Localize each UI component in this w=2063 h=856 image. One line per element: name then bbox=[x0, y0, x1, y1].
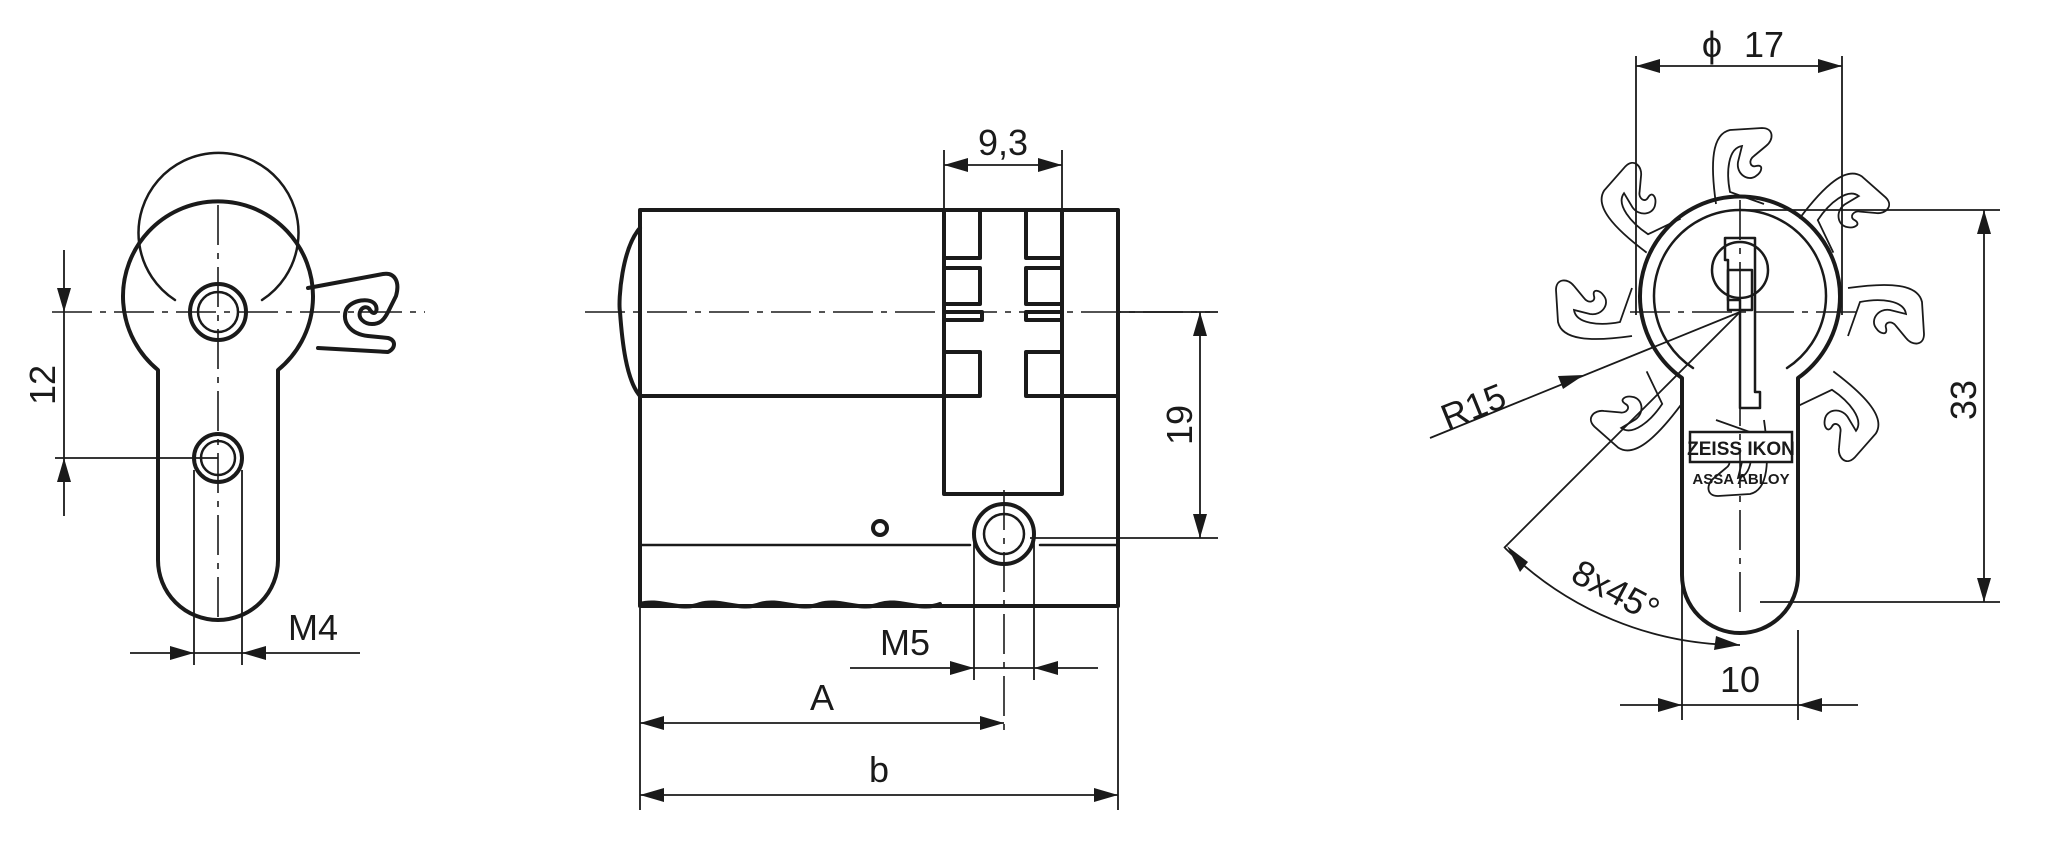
left-m4-arrow-right bbox=[242, 646, 266, 660]
side-view: 9,3 19 M5 A b bbox=[585, 122, 1218, 810]
front-17-arrow-left bbox=[1636, 59, 1660, 73]
dim-label-m4: M4 bbox=[288, 607, 338, 648]
side-93-arrow-right bbox=[1038, 158, 1062, 172]
side-19-arrow-bottom bbox=[1193, 514, 1207, 538]
side-cam-block-5 bbox=[942, 350, 982, 398]
front-10-arrow-left bbox=[1658, 698, 1682, 712]
logo-box bbox=[1688, 430, 1794, 464]
side-cam-block-2 bbox=[1024, 208, 1064, 260]
front-view: ZEISS IKON ASSA ABLOY ϕ 17 33 10 R15 bbox=[1429, 24, 2000, 720]
left-dim-arrow-bottom bbox=[57, 458, 71, 482]
dim-label-33: 33 bbox=[1943, 380, 1984, 420]
side-m5-arrow-left bbox=[950, 661, 974, 675]
left-profile-outer bbox=[121, 199, 315, 622]
side-b-arrow-right bbox=[1094, 788, 1118, 802]
front-angle-arrow-start bbox=[1507, 546, 1528, 572]
left-m4-arrow-left bbox=[170, 646, 194, 660]
cam-position-1 bbox=[1712, 127, 1773, 205]
left-end-view: 12 M4 bbox=[22, 151, 425, 665]
cam-position-6 bbox=[1590, 371, 1682, 452]
dim-label-19: 19 bbox=[1159, 405, 1200, 445]
dim-label-b: b bbox=[869, 749, 889, 790]
dim-label-9-3: 9,3 bbox=[978, 122, 1028, 163]
side-19-arrow-top bbox=[1193, 312, 1207, 336]
front-33-arrow-bottom bbox=[1977, 578, 1991, 602]
cam-position-8 bbox=[1600, 162, 1681, 254]
dim-label-r15: R15 bbox=[1435, 375, 1512, 438]
side-cam-block-4 bbox=[1024, 266, 1064, 306]
side-b-arrow-left bbox=[640, 788, 664, 802]
side-cam-block-1 bbox=[942, 208, 982, 260]
dim-label-8x45: 8x45° bbox=[1565, 551, 1666, 631]
cam-positions bbox=[1555, 127, 1925, 497]
side-cam-slot-1 bbox=[942, 310, 984, 322]
left-dim-arrow-top bbox=[57, 288, 71, 312]
side-m5-arrow-right bbox=[1034, 661, 1058, 675]
front-10-arrow-right bbox=[1798, 698, 1822, 712]
dim-label-a: A bbox=[810, 677, 834, 718]
left-profile-inner bbox=[137, 151, 300, 302]
side-cam-slot-2 bbox=[1024, 310, 1064, 322]
cam-position-2 bbox=[1798, 172, 1890, 253]
front-r15-leader bbox=[1429, 311, 1741, 439]
cam-position-7 bbox=[1555, 279, 1633, 340]
cam-position-4 bbox=[1799, 370, 1880, 462]
logo-line-1: ZEISS IKON bbox=[1687, 439, 1795, 460]
side-a-arrow-right bbox=[980, 716, 1004, 730]
side-cam-block-3 bbox=[942, 266, 982, 306]
left-cam-tab bbox=[306, 271, 400, 354]
front-33-arrow-top bbox=[1977, 210, 1991, 234]
front-17-arrow-right bbox=[1818, 59, 1842, 73]
dim-label-phi-symbol: ϕ bbox=[1702, 24, 1722, 65]
side-93-arrow-left bbox=[944, 158, 968, 172]
dim-label-10: 10 bbox=[1720, 659, 1760, 700]
front-profile-outer bbox=[1638, 194, 1842, 635]
front-r15-arrow bbox=[1558, 375, 1584, 389]
cam-position-3 bbox=[1847, 284, 1925, 345]
logo-line-2: ASSA ABLOY bbox=[1692, 471, 1789, 488]
front-angle-arrow-end bbox=[1714, 636, 1740, 650]
dim-label-m5: M5 bbox=[880, 622, 930, 663]
side-cam-block-6 bbox=[1024, 350, 1064, 398]
front-angle-arc bbox=[1504, 547, 1741, 646]
side-break-line bbox=[638, 600, 942, 609]
side-a-arrow-left bbox=[640, 716, 664, 730]
front-angle-ray bbox=[1503, 311, 1741, 549]
dim-label-12: 12 bbox=[22, 365, 63, 405]
side-pin-hole bbox=[871, 519, 889, 537]
dim-label-17: 17 bbox=[1744, 24, 1784, 65]
